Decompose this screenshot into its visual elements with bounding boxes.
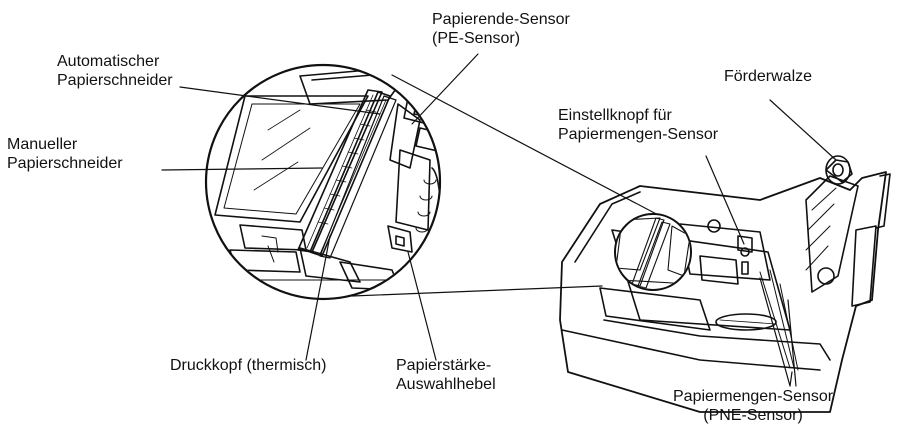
- leader-pne-1: [759, 277, 793, 387]
- label-manual-cutter: Manueller Papierschneider: [7, 136, 123, 172]
- leader-thickness-lever: [407, 251, 437, 361]
- label-thickness-lever: Papierstärke- Auswahlhebel: [396, 357, 496, 393]
- leader-pe-sensor: [411, 53, 479, 125]
- leader-lines: [161, 53, 837, 387]
- leader-feed-roller: [769, 99, 837, 161]
- label-pe-sensor: Papierende-Sensor (PE-Sensor): [432, 11, 570, 47]
- magnified-detail: [204, 63, 442, 301]
- small-zoom-circle: [614, 213, 692, 291]
- leader-print-head: [305, 235, 331, 361]
- label-adjust-knob: Einstellknopf für Papiermengen-Sensor: [558, 107, 719, 143]
- leader-adjust-knob: [705, 155, 745, 245]
- leader-pne-2: [787, 299, 797, 387]
- label-pne-sensor: Papiermengen-Sensor (PNE-Sensor): [673, 388, 834, 424]
- zoom-line-bottom: [351, 285, 603, 297]
- printer-body: [559, 155, 891, 413]
- leader-manual-cutter: [161, 167, 323, 171]
- label-print-head: Druckkopf (thermisch): [170, 357, 327, 374]
- leader-auto-cutter: [179, 86, 381, 115]
- label-auto-cutter: Automatischer Papierschneider: [57, 53, 173, 89]
- label-feed-roller: Förderwalze: [724, 68, 813, 85]
- zoom-line-top: [391, 74, 665, 219]
